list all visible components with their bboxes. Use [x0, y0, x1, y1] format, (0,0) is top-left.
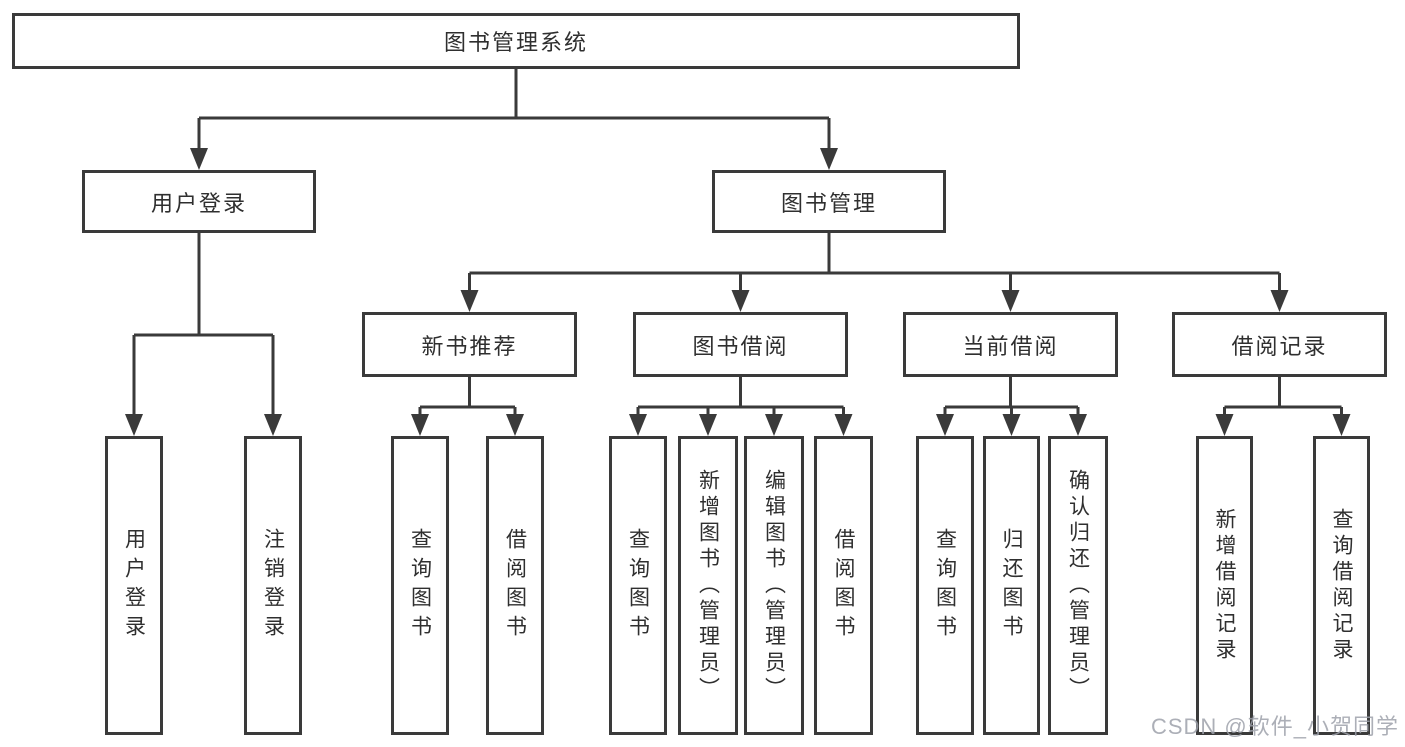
leaf-current-query-books-label: 查询图书 — [933, 527, 957, 644]
leaf-recommend-query-books-label: 查询图书 — [408, 527, 432, 644]
node-root-system-label: 图书管理系统 — [443, 30, 588, 55]
leaf-confirm-return-admin-label: 确认归还（管理员） — [1066, 468, 1090, 703]
node-user-login-label: 用户登录 — [150, 190, 247, 216]
leaf-query-borrow-record-label: 查询借阅记录 — [1330, 507, 1353, 664]
node-borrowing-records-label: 借阅记录 — [1231, 333, 1328, 359]
leaf-add-borrow-record: 新增借阅记录 — [1196, 436, 1253, 735]
leaf-add-books-admin-label: 新增图书（管理员） — [696, 468, 720, 703]
node-current-borrowing: 当前借阅 — [903, 312, 1118, 377]
leaf-edit-books-admin: 编辑图书（管理员） — [744, 436, 804, 735]
leaf-recommend-borrow-books: 借阅图书 — [486, 436, 544, 735]
leaf-borrowing-query-books-label: 查询图书 — [626, 527, 650, 644]
node-user-login: 用户登录 — [82, 170, 316, 233]
leaf-borrowing-borrow-books-label: 借阅图书 — [832, 527, 855, 644]
leaf-return-books-label: 归还图书 — [1000, 527, 1023, 644]
leaf-return-books: 归还图书 — [983, 436, 1040, 735]
node-current-borrowing-label: 当前借阅 — [962, 333, 1059, 359]
node-new-book-recommendation: 新书推荐 — [362, 312, 577, 377]
node-book-borrowing-label: 图书借阅 — [692, 333, 789, 359]
leaf-confirm-return-admin: 确认归还（管理员） — [1048, 436, 1108, 735]
leaf-borrowing-borrow-books: 借阅图书 — [814, 436, 873, 735]
leaf-add-borrow-record-label: 新增借阅记录 — [1213, 507, 1236, 664]
leaf-borrowing-query-books: 查询图书 — [609, 436, 667, 735]
node-new-book-recommendation-label: 新书推荐 — [421, 333, 518, 359]
leaf-edit-books-admin-label: 编辑图书（管理员） — [762, 468, 786, 703]
node-book-borrowing: 图书借阅 — [633, 312, 848, 377]
leaf-recommend-query-books: 查询图书 — [391, 436, 449, 735]
leaf-user-login-label: 用户登录 — [122, 527, 146, 644]
node-root-system: 图书管理系统 — [12, 13, 1020, 69]
node-borrowing-records: 借阅记录 — [1172, 312, 1387, 377]
leaf-user-login: 用户登录 — [105, 436, 163, 735]
node-book-management-label: 图书管理 — [780, 190, 877, 216]
leaf-query-borrow-record: 查询借阅记录 — [1313, 436, 1370, 735]
leaf-logout-label: 注销登录 — [261, 527, 285, 644]
leaf-current-query-books: 查询图书 — [916, 436, 974, 735]
node-book-management: 图书管理 — [712, 170, 946, 233]
leaf-recommend-borrow-books-label: 借阅图书 — [503, 527, 527, 644]
leaf-add-books-admin: 新增图书（管理员） — [678, 436, 738, 735]
leaf-logout: 注销登录 — [244, 436, 302, 735]
